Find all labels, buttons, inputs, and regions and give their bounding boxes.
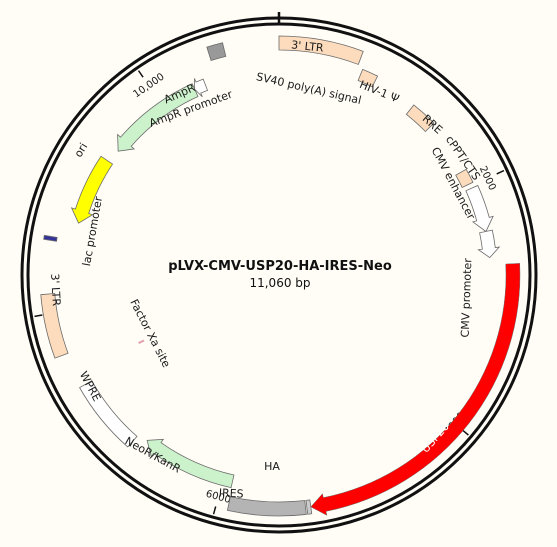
feature-cmv-enh[interactable] <box>465 184 494 233</box>
feature-arcs <box>40 35 521 517</box>
feature-factor-xa[interactable] <box>138 339 145 344</box>
feature-label-factor-xa[interactable]: Factor Xa site <box>127 297 173 370</box>
feature-cmv-prom[interactable] <box>477 229 501 259</box>
tick-mark-2000 <box>496 169 505 175</box>
feature-label-ori[interactable]: ori <box>72 141 91 160</box>
feature-label-wpre[interactable]: WPRE <box>77 369 104 403</box>
tick-label-2000: 2000 <box>477 165 498 193</box>
feature-ires[interactable] <box>226 496 307 517</box>
feature-label-ha[interactable]: HA <box>264 460 280 473</box>
feature-ha[interactable] <box>305 499 313 515</box>
feature-usp20[interactable] <box>310 263 521 516</box>
tick-label-10000: 10,000 <box>131 71 166 100</box>
tick-mark-4000 <box>461 429 469 436</box>
feature-label-sv40[interactable]: SV40 poly(A) signal <box>255 70 363 107</box>
feature-label-3-ltr-left[interactable]: 3' LTR <box>48 273 63 306</box>
feature-label-hiv-psi[interactable]: HIV-1 Ψ <box>358 78 402 106</box>
feature-label-ires[interactable]: IRES <box>218 486 243 500</box>
feature-label-cmv-promoter[interactable]: CMV promoter <box>459 258 475 338</box>
feature-ampr-prom[interactable] <box>194 78 209 98</box>
feature-ltr-3-top[interactable] <box>278 35 364 65</box>
feature-lac-prom[interactable] <box>43 234 58 242</box>
plasmid-name: pLVX-CMV-USP20-HA-IRES-Neo <box>168 259 392 274</box>
feature-label-3-ltr-top[interactable]: 3' LTR <box>291 38 325 54</box>
backbone-inner-ring <box>26 22 532 528</box>
tick-mark-6000 <box>212 506 217 515</box>
feature-neor[interactable] <box>146 438 235 489</box>
feature-hiv-psi[interactable] <box>357 68 379 88</box>
feature-wpre[interactable] <box>79 380 138 448</box>
tick-mark-10000 <box>137 70 144 78</box>
tick-mark-8000 <box>34 314 43 318</box>
feature-ltr-3-left[interactable] <box>40 293 69 359</box>
feature-cppt[interactable] <box>455 168 474 188</box>
feature-ori[interactable] <box>70 155 114 224</box>
feature-rre[interactable] <box>405 104 435 133</box>
plasmid-size: 11,060 bp <box>249 276 310 290</box>
feature-sv40-pa[interactable] <box>206 42 227 62</box>
backbone-outer-ring <box>20 16 538 534</box>
